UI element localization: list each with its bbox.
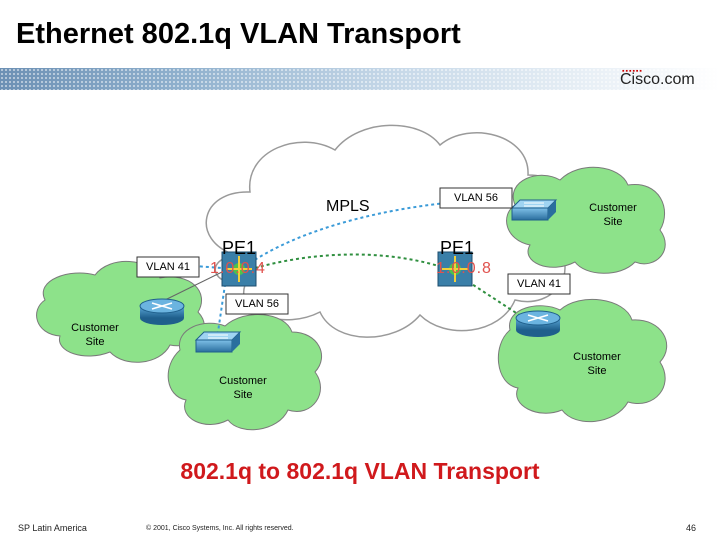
pe-left-address: 1.0.0.4 — [210, 260, 266, 277]
brand-text: Cisco.com — [620, 71, 695, 88]
slide-title: Ethernet 802.1q VLAN Transport — [16, 18, 461, 50]
vlan-label-bottom-left: VLAN 56 — [234, 298, 280, 310]
vlan-box-right — [507, 273, 571, 295]
site-label-bottom-left: Customer Site — [219, 375, 267, 401]
router-icon — [139, 298, 185, 325]
site-label-top-right: Customer Site — [589, 202, 637, 228]
footer-copyright: © 2001, Cisco Systems, Inc. All rights r… — [146, 525, 294, 532]
pe-router-icon — [221, 251, 257, 287]
customer-cloud-top-right — [506, 166, 666, 274]
switch-icon — [510, 199, 558, 221]
switch-icon — [194, 331, 242, 353]
pe-right-address: 1.0.0.8 — [436, 260, 492, 277]
pe-router-icon — [437, 251, 473, 287]
slide-caption: 802.1q to 802.1q VLAN Transport — [180, 458, 540, 484]
vlan-label-left: VLAN 41 — [145, 261, 191, 273]
page-number: 46 — [686, 523, 697, 533]
pe-left-to-router-link — [164, 271, 223, 301]
mpls-label: MPLS — [326, 198, 370, 215]
vlan-box-top-right — [439, 187, 513, 209]
vlan-box-left — [136, 256, 200, 278]
header-bar-pattern — [0, 68, 720, 90]
customer-cloud-bottom-left — [167, 314, 322, 431]
site-label-left: Customer Site — [71, 322, 119, 348]
brand-logo-icon: ▪▪▪▪▪▪ — [622, 68, 643, 75]
vlan-label-top-right: VLAN 56 — [453, 192, 499, 204]
footer-left: SP Latin America — [18, 523, 87, 533]
router-icon — [515, 310, 561, 337]
vlan41-link — [254, 253, 446, 269]
vlan-label-right: VLAN 41 — [516, 278, 562, 290]
site-label-bottom-right: Customer Site — [573, 351, 621, 377]
pe-right-name: PE1 — [440, 238, 475, 258]
pe-left-name: PE1 — [222, 238, 257, 258]
vlan-box-bottom-left — [225, 293, 289, 315]
